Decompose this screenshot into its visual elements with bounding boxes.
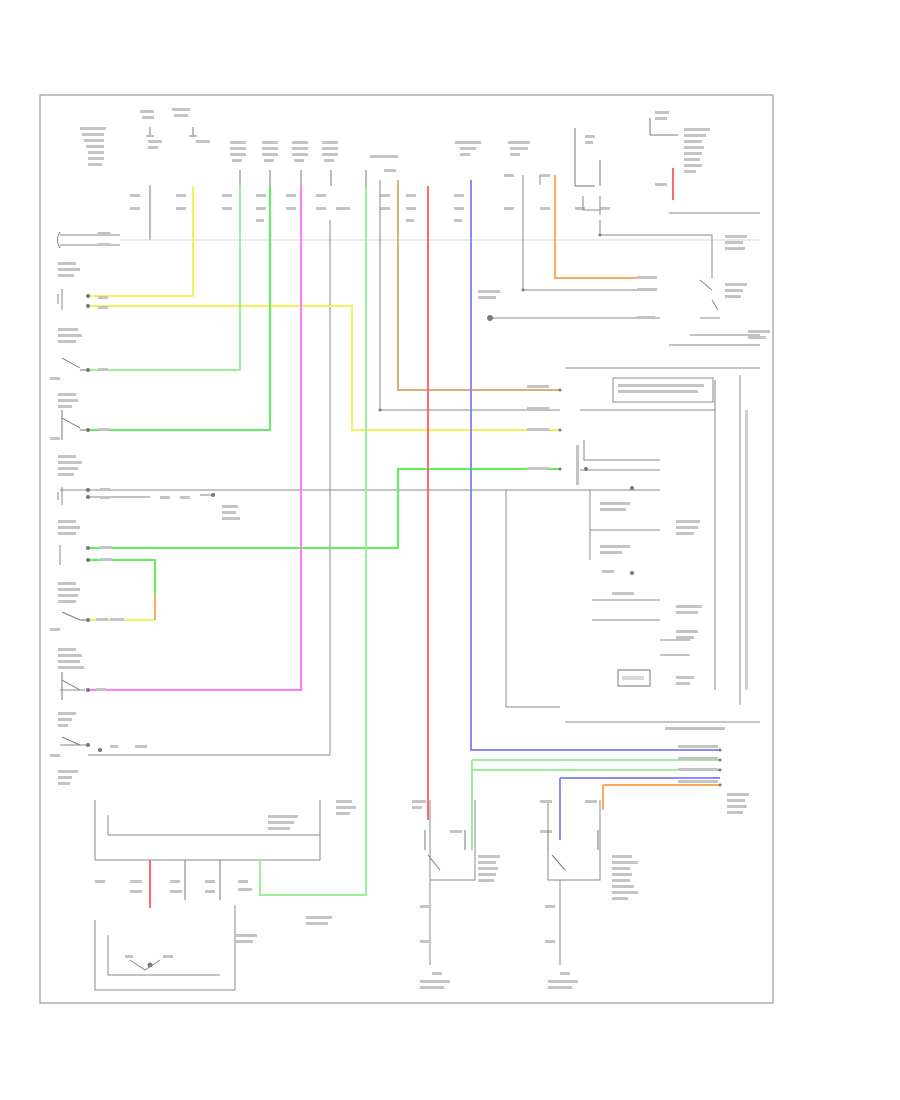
top-connector-pins — [146, 118, 678, 240]
blue-wires — [470, 180, 720, 840]
gray-wires — [57, 175, 760, 991]
switch-5 — [58, 520, 90, 562]
switch-1 — [58, 262, 90, 308]
red-wires — [149, 168, 674, 908]
orange-wires — [154, 175, 720, 810]
switch-3 — [50, 393, 90, 440]
left-switch-stack — [50, 262, 240, 785]
lower-junction-pins — [147, 860, 221, 968]
switch-7 — [58, 648, 90, 700]
switch-6 — [50, 582, 90, 631]
switch-2 — [50, 328, 90, 380]
switch-4 — [58, 455, 240, 520]
right-control-unit — [478, 235, 770, 814]
switch-8 — [50, 712, 102, 785]
left-wire-labels — [96, 232, 190, 748]
control-unit-header — [612, 377, 714, 403]
green-wires — [88, 186, 720, 896]
left-door-lock-actuator — [412, 800, 500, 989]
bus-junction-dots — [378, 233, 722, 787]
pink-wires — [88, 186, 302, 691]
diagram-frame — [39, 94, 774, 1004]
lower-junction-relay — [95, 800, 356, 958]
control-unit-module — [617, 669, 651, 687]
top-connector-labels — [80, 108, 710, 222]
yellow-wires — [88, 186, 560, 621]
right-door-lock-actuator — [540, 800, 638, 989]
tan-wires — [397, 180, 560, 391]
